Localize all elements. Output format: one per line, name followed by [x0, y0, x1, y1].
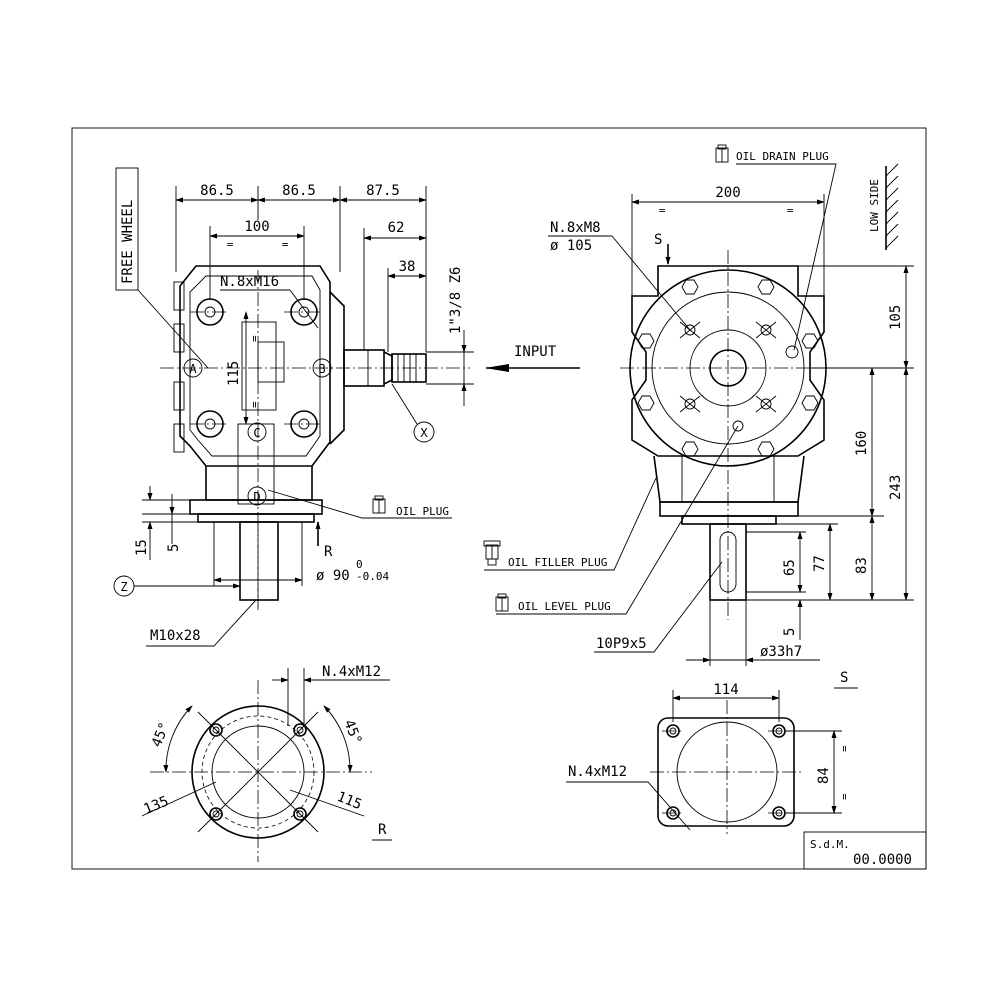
tolerance-upper: 0: [356, 558, 363, 571]
view-s: 114 84 = = N.4xM12 S: [566, 670, 858, 834]
spline-spec: 1"3/8 Z6: [448, 267, 464, 334]
dim-5-front: 5: [782, 628, 798, 636]
view-r-holes-note: N.4xM12: [322, 664, 381, 680]
dim-200: 200: [715, 185, 740, 201]
view-s-dim-114: 114: [713, 682, 738, 698]
point-c: C: [253, 426, 260, 440]
oil-drain-plug-icon: [715, 144, 729, 163]
view-r-dim-135: 135: [142, 793, 171, 817]
thread-spec: M10x28: [150, 628, 201, 644]
title-block: S.d.M. 00.0000: [803, 831, 927, 870]
view-r-dim-115: 115: [335, 789, 364, 813]
oil-plug-icon: [372, 495, 386, 514]
equal-mark-4: =: [248, 401, 261, 408]
dim-243: 243: [888, 475, 904, 500]
view-r-marker: R: [324, 544, 333, 560]
front-view: S 200 = = N.8xM8 ø 105 OIL DRAIN PLUG LO…: [483, 144, 914, 666]
dim-15: 15: [134, 539, 150, 556]
view-s-dim-84: 84: [816, 767, 832, 784]
view-s-label: S: [840, 670, 848, 686]
front-holes-note: N.8xM8: [550, 220, 601, 236]
equal-mark-8: =: [838, 793, 851, 800]
dim-160: 160: [854, 431, 870, 456]
equal-mark-1: =: [227, 238, 234, 251]
oil-plug-label: OIL PLUG: [396, 505, 449, 518]
dim-77: 77: [812, 555, 828, 572]
side-holes-note: N.8xM16: [220, 274, 279, 290]
angle-right: 45°: [340, 718, 364, 747]
oil-drain-plug-label: OIL DRAIN PLUG: [736, 150, 829, 163]
view-s-holes-note: N.4xM12: [568, 764, 627, 780]
dim-105: 105: [888, 305, 904, 330]
title-block-code: 00.0000: [853, 852, 912, 868]
low-side-label: LOW SIDE: [868, 179, 881, 232]
free-wheel-label: FREE WHEEL: [120, 200, 136, 284]
equal-mark-7: =: [838, 745, 851, 752]
dim-5-side: 5: [166, 544, 182, 552]
shaft-diameter: ø33h7: [760, 644, 802, 660]
point-b: B: [318, 362, 325, 376]
input-label: INPUT: [514, 344, 557, 360]
dim-65: 65: [782, 559, 798, 576]
front-dia-105: ø 105: [550, 238, 592, 254]
side-dim-115: 115: [226, 361, 242, 386]
point-z: Z: [120, 580, 127, 594]
oil-level-plug-icon: [495, 593, 509, 612]
point-d: D: [253, 490, 260, 504]
view-r: N.4xM12 45° 45° 135 115 R: [142, 664, 392, 862]
equal-mark-5: =: [659, 204, 666, 217]
dim-100: 100: [244, 219, 269, 235]
oil-filler-plug-label: OIL FILLER PLUG: [508, 556, 607, 569]
title-block-label: S.d.M.: [810, 838, 850, 851]
diameter-90: ø 90: [316, 568, 350, 584]
oil-level-plug-label: OIL LEVEL PLUG: [518, 600, 611, 613]
equal-mark-3: =: [248, 335, 261, 342]
dim-87-5: 87.5: [366, 183, 400, 199]
dim-38: 38: [399, 259, 416, 275]
dim-62: 62: [388, 220, 405, 236]
side-view: FREE WHEEL: [113, 167, 580, 647]
key-spec: 10P9x5: [596, 636, 647, 652]
tolerance-lower: -0.04: [356, 570, 389, 583]
view-s-marker: S: [654, 232, 662, 248]
equal-mark-2: =: [282, 238, 289, 251]
oil-filler-plug-icon: [483, 540, 501, 566]
dim-86-5-left: 86.5: [200, 183, 234, 199]
dim-86-5-right: 86.5: [282, 183, 316, 199]
view-r-label: R: [378, 822, 387, 838]
equal-mark-6: =: [787, 204, 794, 217]
point-x: X: [420, 426, 428, 440]
point-a: A: [189, 362, 197, 376]
dim-83: 83: [854, 557, 870, 574]
drawing-frame: [71, 127, 927, 870]
